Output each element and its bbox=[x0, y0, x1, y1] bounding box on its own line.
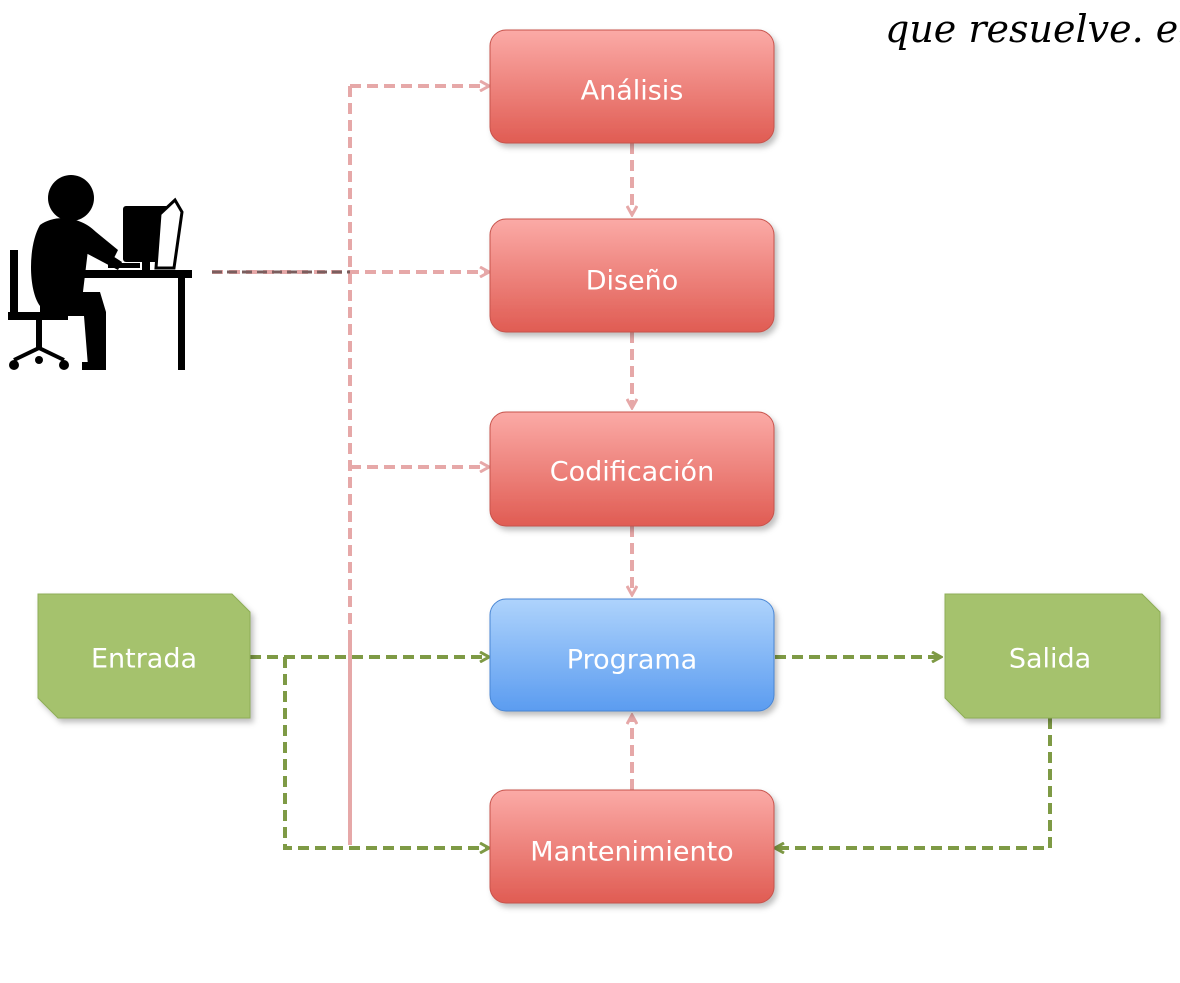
node-codificacion-label: Codificación bbox=[550, 457, 714, 488]
node-entrada bbox=[37, 593, 251, 719]
node-codificacion bbox=[489, 411, 775, 527]
node-mantenimiento-label: Mantenimiento bbox=[530, 837, 733, 868]
node-programa-label: Programa bbox=[567, 645, 697, 676]
node-diseno-label: Diseño bbox=[586, 266, 679, 297]
node-analisis-label: Análisis bbox=[581, 76, 684, 107]
node-mantenimiento bbox=[489, 789, 775, 904]
node-entrada-label: Entrada bbox=[91, 644, 197, 675]
arrow-salida-to-mantenimiento bbox=[776, 718, 1052, 848]
arrow-entrada-to-mantenimiento bbox=[283, 657, 488, 848]
node-salida-label: Salida bbox=[1009, 644, 1091, 675]
node-programa bbox=[489, 598, 775, 712]
node-diseno bbox=[489, 218, 775, 333]
handwritten-note: que resuelve. el p bbox=[885, 7, 1180, 51]
green-connectors bbox=[250, 657, 1052, 848]
node-analisis bbox=[489, 29, 775, 144]
node-salida bbox=[944, 593, 1161, 719]
person-at-computer-icon bbox=[8, 175, 192, 370]
